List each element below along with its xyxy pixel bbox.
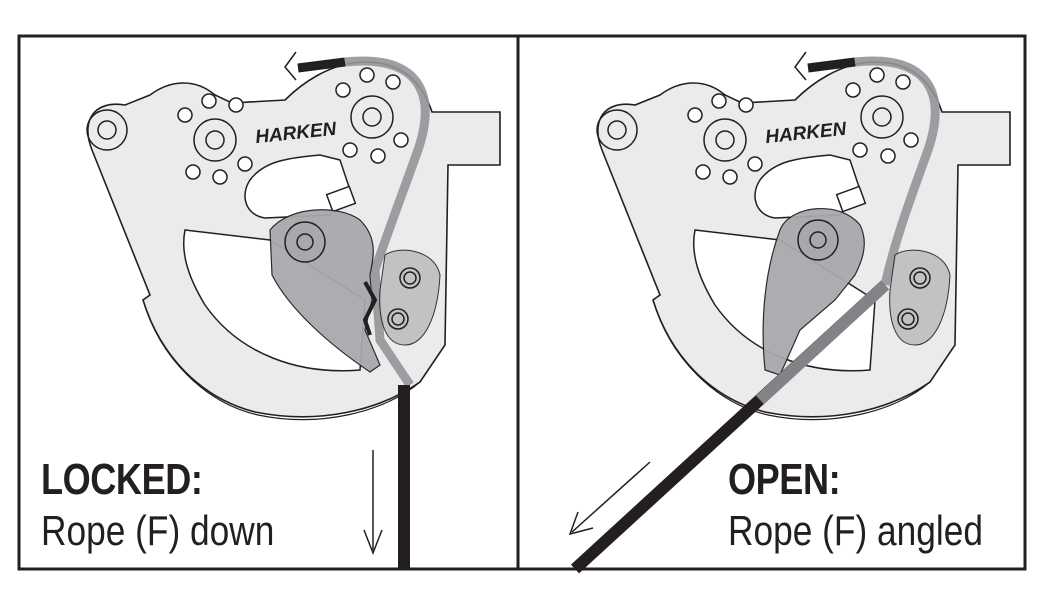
open-panel-device [568,52,1010,574]
open-caption: Rope (F) angled [728,507,983,554]
open-title: OPEN: [728,455,841,504]
locked-panel-device [87,52,500,569]
locked-title: LOCKED: [41,455,203,504]
locked-caption: Rope (F) down [41,507,275,554]
